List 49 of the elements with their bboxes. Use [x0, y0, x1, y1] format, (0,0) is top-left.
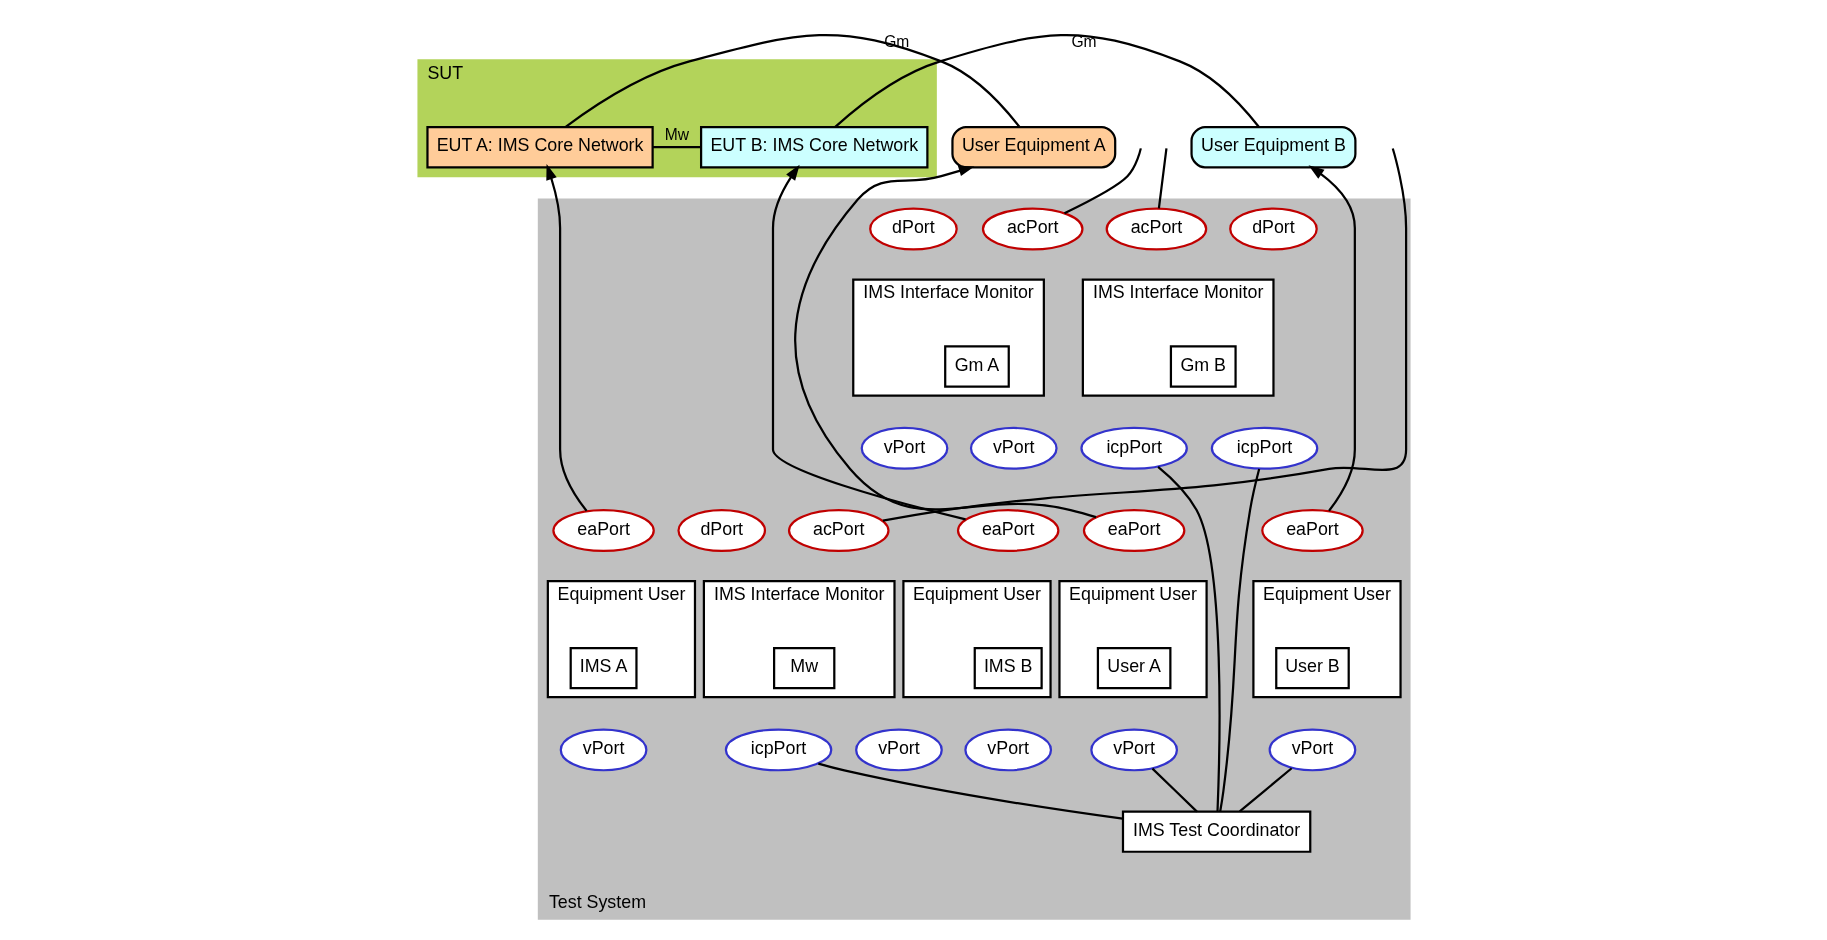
- node-ellipse: acPort: [787, 508, 890, 552]
- connector: [1151, 767, 1198, 812]
- node-ellipse: eaPort: [956, 508, 1059, 552]
- node-box: EUT A: IMS Core Network: [425, 125, 654, 168]
- node-ellipse: vPort: [854, 727, 943, 771]
- node-box: EUT B: IMS Core Network: [699, 125, 928, 168]
- node-ellipse: eaPort: [551, 508, 655, 552]
- connector: [1218, 468, 1260, 812]
- connector: [1063, 147, 1142, 214]
- node-ellipse: vPort: [860, 426, 948, 470]
- node-ellipse: dPort: [868, 207, 958, 250]
- node-box: User B: [1274, 646, 1350, 689]
- connector: [882, 147, 1407, 522]
- arrow: [545, 163, 588, 512]
- node-ellipse: vPort: [1268, 727, 1356, 771]
- node-ellipse: icpPort: [1210, 426, 1318, 470]
- node-ellipse: icpPort: [1079, 426, 1188, 470]
- node-ellipse: vPort: [1089, 727, 1178, 771]
- arrow: [771, 164, 966, 520]
- node-ellipse: acPort: [981, 207, 1084, 250]
- node-ellipse: icpPort: [724, 727, 832, 771]
- node-box: User Equipment A: [950, 125, 1116, 168]
- edge-label: Mw: [664, 125, 689, 143]
- arrow: [1308, 164, 1356, 512]
- node-ellipse: dPort: [1228, 207, 1318, 250]
- node-box: User Equipment B: [1189, 125, 1356, 168]
- connector: [1238, 766, 1292, 812]
- node-box: Gm B: [1169, 344, 1237, 388]
- node-box: Gm A: [943, 344, 1010, 388]
- node-box: Mw: [772, 646, 835, 689]
- connector: [817, 762, 1123, 820]
- connector: [834, 33, 1260, 128]
- node-ellipse: eaPort: [1082, 508, 1185, 552]
- connector: [1156, 465, 1221, 811]
- node-box: IMS Test Coordinator: [1121, 810, 1311, 853]
- connector: [652, 145, 701, 148]
- connector: [564, 33, 1020, 128]
- connector: [1157, 147, 1168, 208]
- node-ellipse: vPort: [969, 426, 1058, 470]
- node-box: User A: [1096, 646, 1171, 689]
- node-box: IMS A: [569, 646, 638, 689]
- node-ellipse: vPort: [963, 727, 1052, 771]
- node-ellipse: dPort: [676, 508, 766, 552]
- edge-label: Gm: [1070, 32, 1097, 50]
- node-box: IMS B: [973, 646, 1043, 689]
- node-ellipse: vPort: [559, 727, 647, 771]
- node-ellipse: acPort: [1105, 207, 1207, 250]
- node-ellipse: eaPort: [1260, 508, 1364, 552]
- arrow: [793, 165, 1096, 518]
